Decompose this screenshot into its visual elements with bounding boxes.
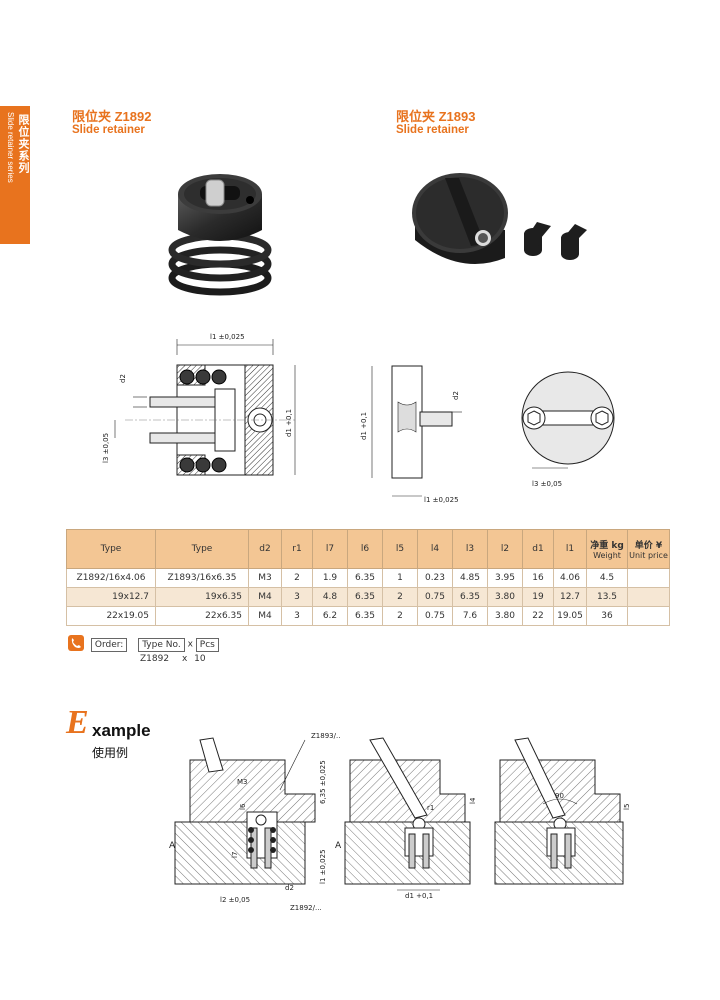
label-l7: l7 [231,852,239,858]
example-panel-1: Z1893/.. M3 l6 6,35 ±0,025 l7 l1 ±0,025 … [169,732,342,912]
label-z1892: Z1892/... [290,904,322,912]
z1892-section-drawing: l1 ±0,025 d2 l3 ±0,05 d1 +0,1 [102,333,296,476]
label-l1: l1 ±0,025 [319,849,327,884]
order-label: Order: [90,637,128,652]
product-subtitle-z1892: Slide retainer [72,124,145,136]
side-tab-english: Slide retainer series [6,112,15,183]
order-instructions: Order: Type No. x Pcs Z1892 x 10 [68,635,219,664]
table-row: 22x19.05 22x6.35 M4 3 6.2 6.35 2 0.75 7.… [66,606,670,626]
spec-table: Type Type d2 r1 l7 l6 l5 l4 l3 l2 d1 l1 … [66,529,670,626]
z1893-product-photo [412,173,587,264]
example-panel-2: r1 d1 +0,1 l4 [344,737,477,900]
dim-d1-z1893: d1 +0,1 [360,412,368,440]
col-l6: l6 [347,529,383,569]
label-90deg: 90 [555,792,564,800]
label-l6: l6 [239,803,247,810]
label-l4: l4 [469,797,477,804]
col-unit-price: 单价 ¥Unit price [627,529,670,569]
label-r1: r1 [427,804,434,812]
example-heading: xample [92,721,151,740]
col-d1: d1 [522,529,554,569]
col-type-z1892: Type [66,529,156,569]
col-l2: l2 [487,529,523,569]
dim-l1: l1 ±0,025 [210,333,245,341]
product-subtitle-z1893: Slide retainer [396,124,469,136]
table-row: 19x12.7 19x6.35 M4 3 4.8 6.35 2 0.75 6.3… [66,587,670,607]
dim-d1: d1 +0,1 [285,409,293,437]
example-heading-cn: 使用例 [92,746,129,760]
col-l4: l4 [417,529,453,569]
product-title-z1893: 限位夹 Z1893 [396,109,476,124]
z1892-product-photo [168,174,272,296]
order-example-type: Z1892 [140,654,170,664]
example-panel-3: 90 l5 [494,737,631,885]
dim-d2: d2 [119,374,127,383]
col-l5: l5 [382,529,418,569]
label-a-right: A [335,841,342,851]
order-times: x [187,639,193,650]
col-l1: l1 [553,529,587,569]
dim-l3-z1893: l3 ±0,05 [532,480,562,488]
z1893-side-drawing: d1 +0,1 d2 l1 ±0,025 [360,365,462,504]
col-l3: l3 [452,529,488,569]
example-initial: E [66,704,89,741]
col-type-z1893: Type [155,529,249,569]
col-l7: l7 [312,529,348,569]
table-row: Z1892/16x4.06 Z1893/16x6.35 M3 2 1.9 6.3… [66,568,670,588]
label-d1: d1 +0,1 [405,892,433,900]
phone-icon [68,635,84,651]
label-m3: M3 [237,778,248,786]
order-pcs: Pcs [195,637,219,652]
series-side-tab: Slide retainer series 限位夹系列 [0,106,30,244]
label-d2: d2 [285,884,294,892]
z1893-top-drawing: l3 ±0,05 [521,371,615,488]
dim-l1-z1893: l1 ±0,025 [424,496,459,504]
label-l2: l2 ±0,05 [220,896,250,904]
product-title-z1892: 限位夹 Z1892 [72,109,152,124]
side-tab-chinese: 限位夹系列 [17,114,29,174]
order-example-times: x [181,654,188,664]
label-l5: 6,35 ±0,025 [319,760,327,804]
label-l5-right: l5 [623,804,631,810]
label-a-left: A [169,841,176,851]
example-drawings: Z1893/.. M3 l6 6,35 ±0,025 l7 l1 ±0,025 … [169,732,631,912]
dim-l3: l3 ±0,05 [102,433,110,463]
dim-d2-z1893: d2 [452,391,460,400]
col-d2: d2 [248,529,282,569]
table-header-row: Type Type d2 r1 l7 l6 l5 l4 l3 l2 d1 l1 … [66,529,670,569]
col-r1: r1 [281,529,313,569]
label-z1893: Z1893/.. [311,732,340,740]
order-example-qty: 10 [194,654,206,664]
order-type-no: Type No. [138,637,185,652]
